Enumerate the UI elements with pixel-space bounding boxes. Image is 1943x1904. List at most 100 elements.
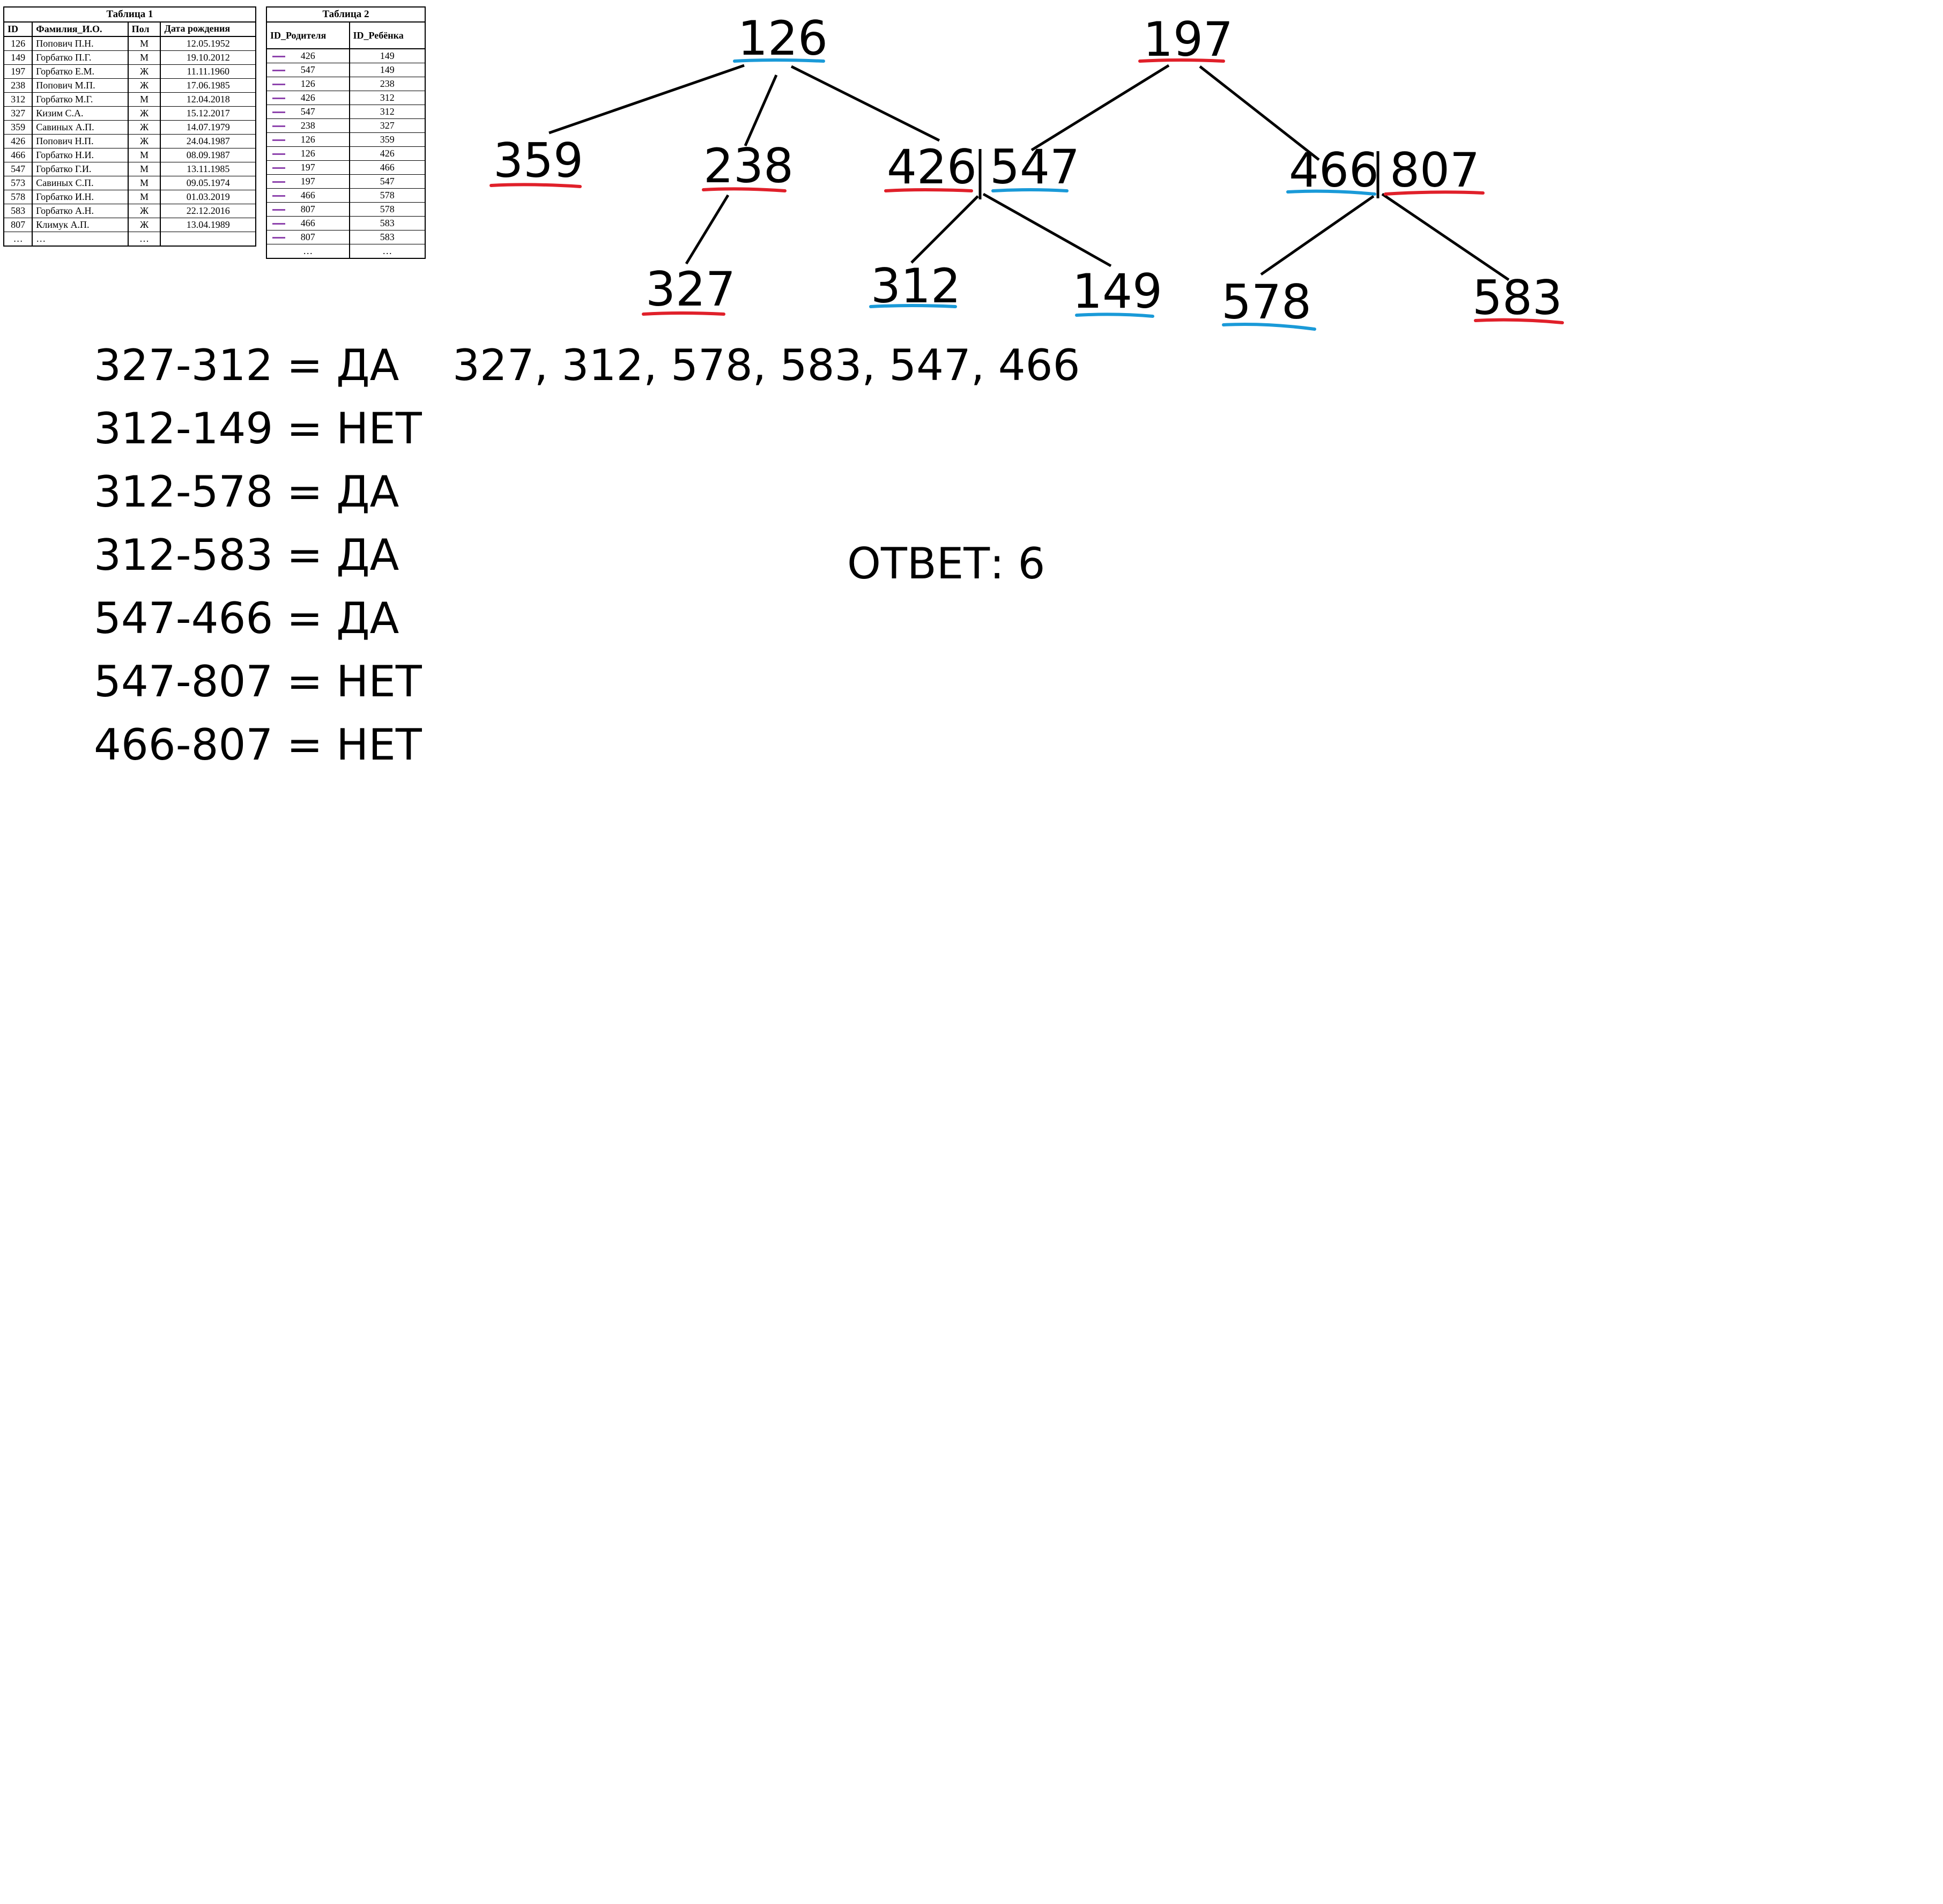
relations-table-row: …… bbox=[266, 244, 426, 258]
pen-mark bbox=[272, 111, 285, 113]
edge-426547-312 bbox=[910, 195, 979, 264]
edge-126-238 bbox=[744, 74, 778, 147]
cell-parent-id: 547 bbox=[266, 105, 350, 119]
cell-birthdate: 11.11.1960 bbox=[160, 64, 256, 79]
cell-name: Горбатко И.Н. bbox=[32, 190, 129, 204]
pen-mark bbox=[272, 139, 285, 141]
cell-parent-id: 126 bbox=[266, 132, 350, 147]
underline-547-blue bbox=[991, 188, 1069, 192]
cell-child-id: 547 bbox=[348, 174, 426, 189]
cell-id: 126 bbox=[3, 36, 33, 51]
node-547: 547 bbox=[990, 139, 1080, 195]
cell-birthdate: 01.03.2019 bbox=[160, 190, 256, 204]
cell-birthdate: 12.04.2018 bbox=[160, 92, 256, 107]
cell-birthdate: 13.04.1989 bbox=[160, 218, 256, 232]
cell-sex: Ж bbox=[127, 204, 161, 218]
underline-238-red bbox=[702, 187, 787, 192]
cell-name: Савиных С.П. bbox=[32, 176, 129, 190]
pen-mark bbox=[272, 195, 285, 197]
cell-child-id: 238 bbox=[348, 77, 426, 91]
cell-sex: Ж bbox=[127, 64, 161, 79]
cell-name: Климук А.П. bbox=[32, 218, 129, 232]
underline-583-red bbox=[1474, 318, 1564, 324]
pen-mark bbox=[272, 237, 285, 239]
underline-807-red bbox=[1384, 190, 1485, 196]
cell-birthdate: 12.05.1952 bbox=[160, 36, 256, 51]
pen-mark bbox=[272, 223, 285, 225]
edge-466807-583 bbox=[1381, 192, 1510, 281]
cell-birthdate: 19.10.2012 bbox=[160, 50, 256, 65]
cell-sex: … bbox=[127, 232, 161, 246]
cell-parent-id: 807 bbox=[266, 230, 350, 244]
cell-birthdate: 15.12.2017 bbox=[160, 106, 256, 121]
cell-birthdate bbox=[160, 232, 256, 246]
node-583: 583 bbox=[1472, 270, 1562, 325]
pen-mark bbox=[272, 181, 285, 183]
cell-parent-id: 547 bbox=[266, 63, 350, 77]
cell-id: 807 bbox=[3, 218, 33, 232]
underline-312-blue bbox=[869, 304, 957, 308]
cell-parent-id: 126 bbox=[266, 77, 350, 91]
cell-sex: Ж bbox=[127, 120, 161, 135]
header-sex: Пол bbox=[127, 21, 161, 37]
cell-id: 578 bbox=[3, 190, 33, 204]
cell-id: 359 bbox=[3, 120, 33, 135]
cell-id: 547 bbox=[3, 162, 33, 176]
cell-child-id: 578 bbox=[348, 202, 426, 217]
edge-466807-578 bbox=[1260, 195, 1375, 276]
edge-238-327 bbox=[685, 194, 730, 265]
cell-child-id: 578 bbox=[348, 188, 426, 203]
family-tree: 126 197 359 238 426 547 466 807 327 312 … bbox=[490, 11, 1564, 331]
cell-name: Горбатко Е.М. bbox=[32, 64, 129, 79]
cell-birthdate: 13.11.1985 bbox=[160, 162, 256, 176]
underline-126-blue bbox=[733, 58, 825, 63]
answer: ОТВЕТ: 6 bbox=[847, 539, 1045, 589]
underline-327-red bbox=[642, 311, 725, 316]
underline-466-blue bbox=[1286, 189, 1376, 196]
cell-id: 466 bbox=[3, 148, 33, 162]
check-line: 327-312 = ДА bbox=[94, 340, 399, 390]
cell-child-id: 149 bbox=[348, 63, 426, 77]
people-table-caption: Таблица 1 bbox=[3, 6, 256, 21]
cell-id: 583 bbox=[3, 204, 33, 218]
cell-sex: М bbox=[127, 176, 161, 190]
pen-mark bbox=[272, 98, 285, 99]
cell-name: … bbox=[32, 232, 129, 246]
check-line: 312-578 = ДА bbox=[94, 467, 399, 517]
tree-edges bbox=[548, 64, 1510, 281]
cell-parent-id: … bbox=[266, 244, 350, 258]
cell-child-id: 466 bbox=[348, 160, 426, 175]
cell-sex: М bbox=[127, 190, 161, 204]
pen-mark bbox=[272, 84, 285, 85]
node-126: 126 bbox=[738, 11, 828, 66]
cell-parent-id: 807 bbox=[266, 202, 350, 217]
relations-table-header: ID_Родителя ID_Ребёнка bbox=[266, 21, 426, 49]
cell-name: Горбатко М.Г. bbox=[32, 92, 129, 107]
people-table: Таблица 1 ID Фамилия_И.О. Пол Дата рожде… bbox=[3, 6, 256, 247]
edge-126-426 bbox=[790, 65, 940, 142]
people-table-header: ID Фамилия_И.О. Пол Дата рождения bbox=[3, 21, 256, 37]
node-466: 466 bbox=[1289, 143, 1379, 198]
cell-name: Горбатко Г.И. bbox=[32, 162, 129, 176]
cell-name: Савиных А.П. bbox=[32, 120, 129, 135]
relations-table-caption: Таблица 2 bbox=[266, 6, 426, 21]
cell-name: Попович Н.П. bbox=[32, 134, 129, 148]
header-child-id: ID_Ребёнка bbox=[348, 21, 426, 49]
pen-mark bbox=[272, 167, 285, 169]
node-238: 238 bbox=[703, 138, 793, 194]
